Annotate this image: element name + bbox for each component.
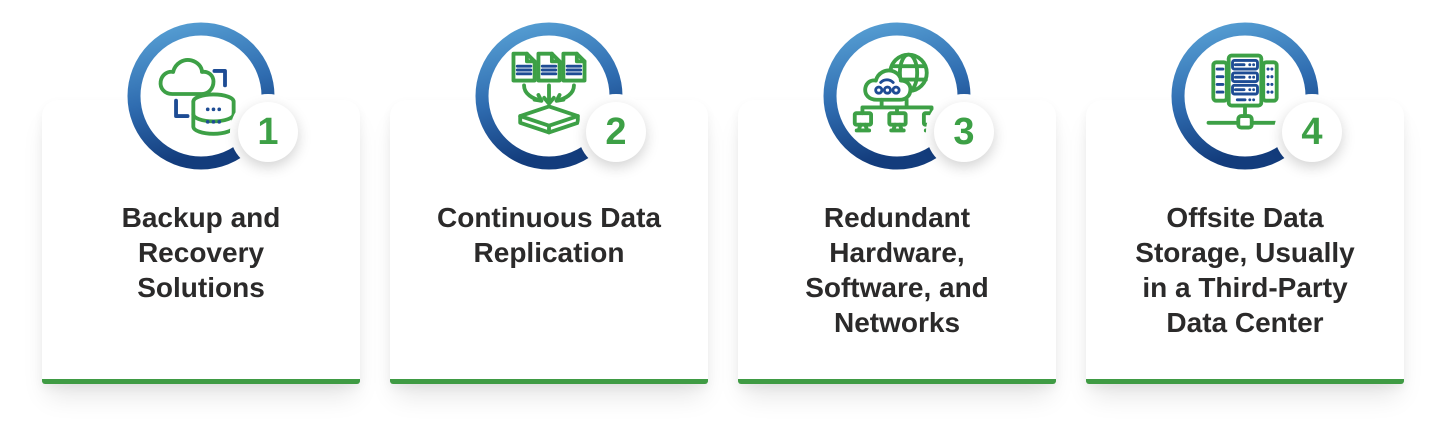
icon-circle-3: 3 — [823, 22, 1002, 170]
step-card-2: 2 Continuous Data Replication — [390, 22, 708, 384]
server-rack-icon — [1197, 46, 1293, 142]
card-title: Redundant Hardware, Software, and Networ… — [805, 202, 989, 338]
step-number: 2 — [605, 110, 627, 153]
icon-circle-1: 1 — [127, 22, 306, 170]
documents-replication-icon — [501, 46, 597, 142]
step-number: 3 — [953, 110, 975, 153]
step-number: 1 — [257, 110, 279, 153]
steps-row: 1 Backup and Recovery Solutions — [42, 22, 1404, 384]
step-number: 4 — [1301, 110, 1323, 153]
icon-circle-4: 4 — [1171, 22, 1350, 170]
icon-circle-2: 2 — [475, 22, 654, 170]
step-card-1: 1 Backup and Recovery Solutions — [42, 22, 360, 384]
step-number-badge: 2 — [586, 102, 646, 162]
step-number-badge: 1 — [238, 102, 298, 162]
step-number-badge: 4 — [1282, 102, 1342, 162]
step-card-4: 4 Offsite Data Storage, Usually in a Thi… — [1086, 22, 1404, 384]
card-title: Backup and Recovery Solutions — [121, 202, 281, 303]
cloud-globe-network-icon — [849, 46, 945, 142]
card-title: Continuous Data Replication — [437, 202, 661, 268]
step-number-badge: 3 — [934, 102, 994, 162]
step-card-3: 3 Redundant Hardware, Software, and Netw… — [738, 22, 1056, 384]
card-title: Offsite Data Storage, Usually in a Third… — [1135, 202, 1355, 338]
